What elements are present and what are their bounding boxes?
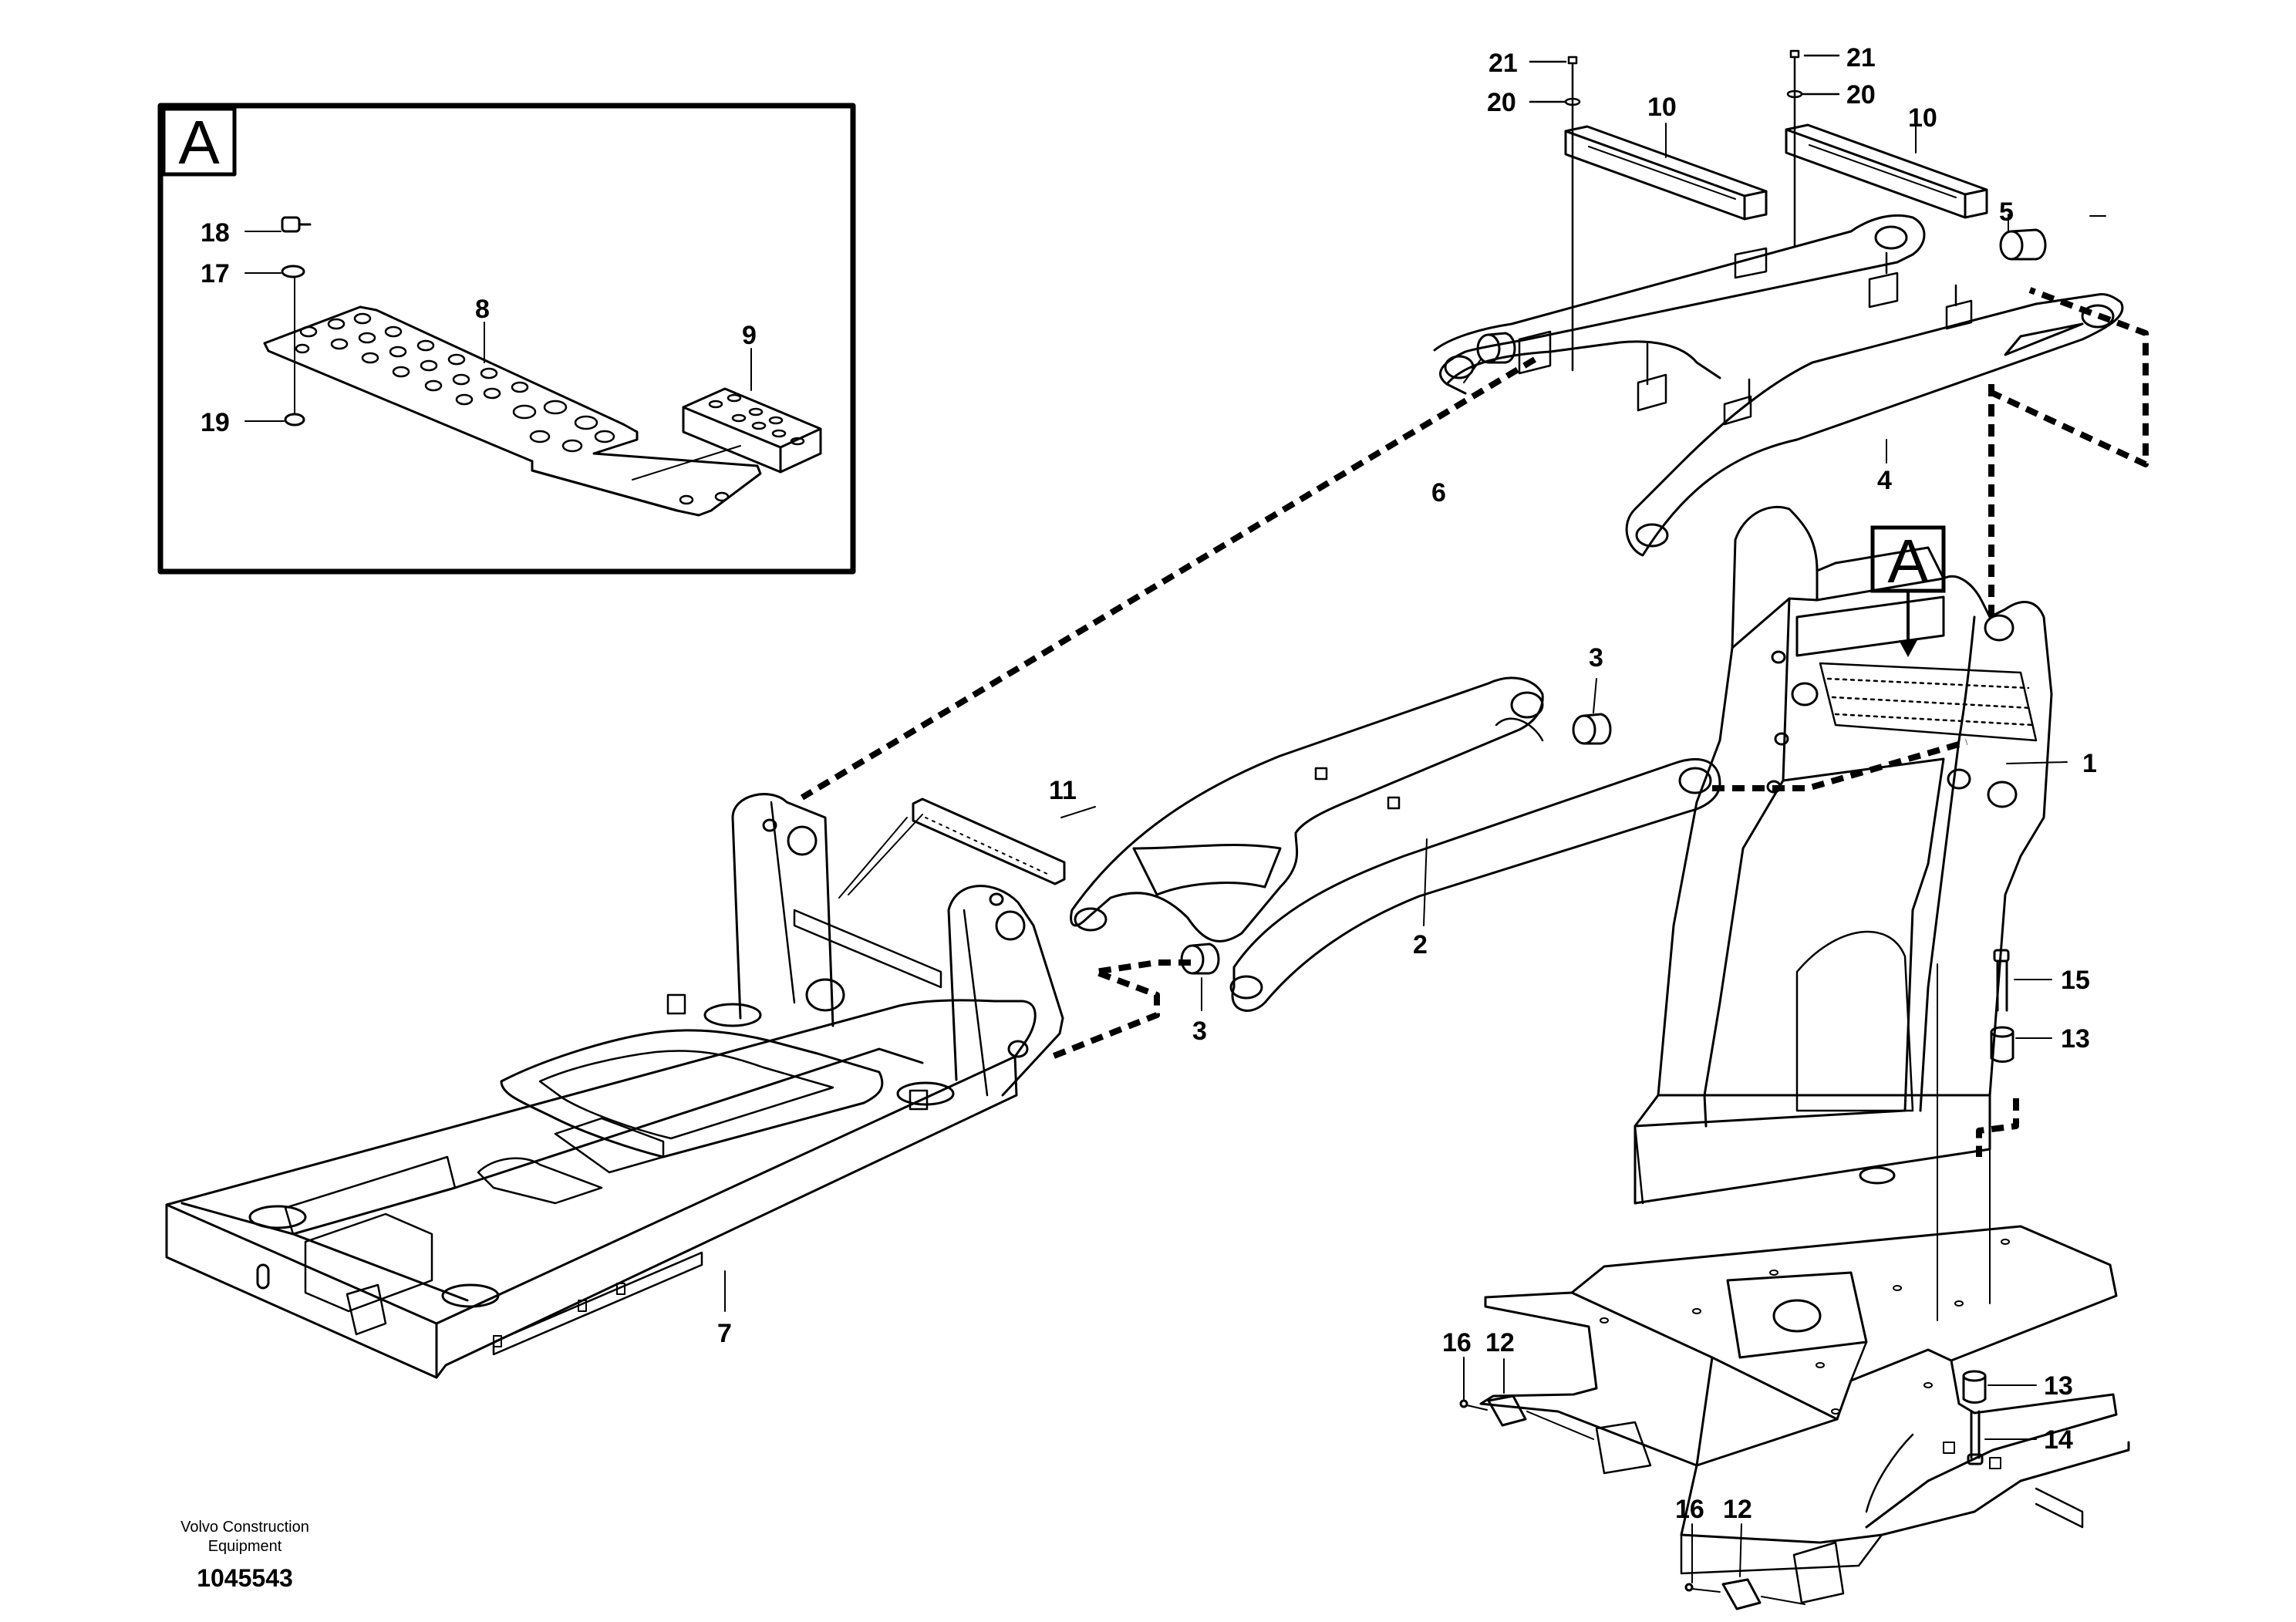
lever-part-4: [1433, 214, 2124, 557]
assembly-paths: [800, 287, 2149, 1157]
callout-20-left: 20: [1487, 88, 1516, 117]
callout-4: 4: [1877, 466, 1892, 495]
callout-19: 19: [201, 408, 230, 437]
callout-7: 7: [717, 1319, 732, 1348]
bushing-part-3-lower: [1180, 943, 1220, 1011]
wear-strip-part-10-right: [1785, 123, 1988, 219]
callout-20-right: 20: [1846, 80, 1876, 110]
callout-3-upper: 3: [1589, 643, 1603, 673]
bushing-part-5: [1999, 214, 2047, 261]
document-number: 1045543: [197, 1564, 293, 1592]
callout-9: 9: [742, 321, 757, 350]
clamp-part-12-right: [1721, 1523, 1805, 1610]
callout-2: 2: [1413, 930, 1428, 959]
callout-5: 5: [1999, 197, 2014, 227]
detail-view-a: [157, 103, 856, 575]
wear-strip-part-10-left: [1564, 125, 1768, 221]
spacer-part-13-lower: [1962, 1370, 2037, 1404]
callout-10-right: 10: [1908, 103, 1937, 133]
callout-16-left: 16: [1442, 1328, 1472, 1357]
callout-11: 11: [1049, 776, 1077, 805]
callout-13-upper: 13: [2061, 1024, 2090, 1054]
manufacturer-line-1: Volvo Construction: [180, 1519, 309, 1536]
base-frame-part-7: [165, 793, 1064, 1379]
washer-part-17: [281, 265, 305, 278]
washers-part-20: [1529, 89, 1917, 158]
callout-18: 18: [201, 218, 230, 248]
clamp-part-12-left: [1487, 1358, 1594, 1440]
boom-arm-part-2: [1070, 676, 1721, 1012]
detail-marker-a: A: [1870, 525, 1946, 657]
callout-17: 17: [201, 259, 230, 288]
callout-8: 8: [475, 295, 490, 324]
step-plate-part-8: [263, 305, 762, 517]
bolt-part-15: [1993, 949, 2052, 1012]
rear-chassis: [1479, 1225, 2130, 1604]
step-plate-installed: [1819, 662, 2038, 742]
callout-13-lower: 13: [2044, 1371, 2073, 1401]
callout-15: 15: [2061, 966, 2090, 995]
detail-box-label: A: [178, 108, 220, 177]
callout-3-lower: 3: [1192, 1017, 1207, 1046]
callout-labels: 1 2 3 3 4 5 6 7 8 9 10 10 11 12 12 13 13…: [201, 43, 2097, 1524]
leader-lines: [724, 215, 2106, 1312]
bushing-part-3-upper: [1572, 678, 1612, 745]
callout-6: 6: [1431, 478, 1446, 508]
callout-14: 14: [2044, 1425, 2073, 1455]
bolt-part-14: [1967, 1410, 2037, 1465]
callout-12-right: 12: [1723, 1495, 1752, 1524]
detail-marker-label: A: [1887, 527, 1929, 595]
manufacturer-name: Volvo Construction Equipment: [139, 1518, 351, 1556]
callout-21-right: 21: [1846, 43, 1876, 73]
tower-frame-part-1: [1633, 505, 2053, 1205]
bushing-part-6: [1463, 332, 1516, 383]
screw-part-16-left: [1459, 1357, 1488, 1411]
callout-10-left: 10: [1647, 93, 1677, 122]
bolt-part-18: [281, 216, 312, 233]
callout-1: 1: [2082, 749, 2097, 778]
callout-12-left: 12: [1485, 1328, 1515, 1357]
nut-part-19: [284, 413, 305, 427]
bolts-part-21: [1529, 49, 1840, 372]
bracket-part-11: [838, 798, 1066, 899]
manufacturer-line-2: Equipment: [207, 1538, 282, 1555]
screw-part-16-right: [1684, 1523, 1721, 1593]
block-part-9: [682, 387, 822, 474]
callout-21-left: 21: [1489, 49, 1518, 78]
callout-16-right: 16: [1675, 1495, 1704, 1524]
spacer-part-13-upper: [1990, 1026, 2052, 1063]
